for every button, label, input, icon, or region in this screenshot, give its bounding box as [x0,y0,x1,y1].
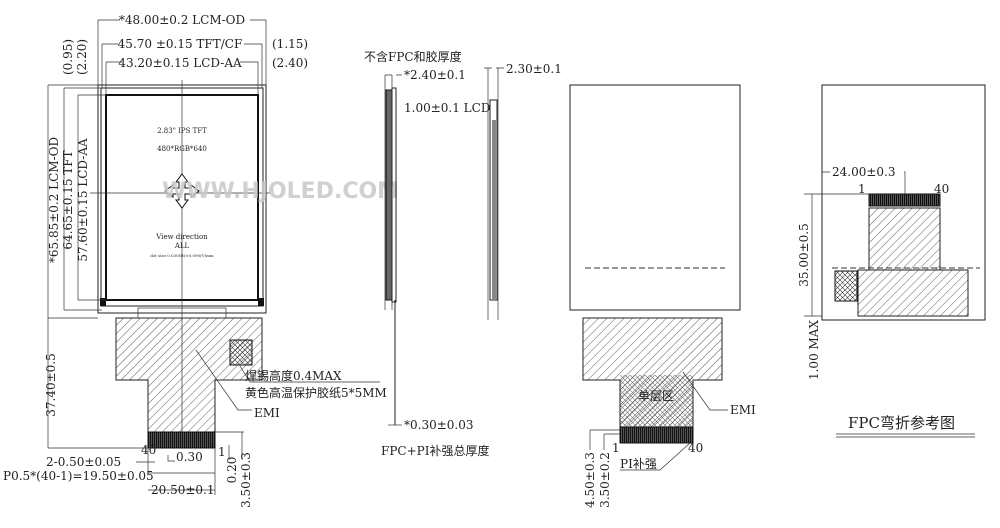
dim-lcd-aa-width: 43.20±0.15 LCD-AA [118,56,242,70]
resolution: 480*RGB*640 [157,145,207,153]
dim-left-offset-2: (2.20) [75,39,89,75]
front-view: 2.83" IPS TFT 480*RGB*640 View direction… [3,12,387,508]
tape-note: 黄色高温保护胶纸5*5MM [245,385,387,400]
dim-finger-a: 0.20 [225,457,239,484]
pin-1-label: 1 [218,445,226,459]
solder-height-note: 焊锡高度0.4MAX [245,368,342,383]
dim-lcm-od-width: *48.00±0.2 LCM-OD [119,13,245,27]
dim-tft-cf-width: 45.70 ±0.15 TFT/CF [118,37,243,51]
back-pin-40: 40 [688,441,703,455]
side-view: 不含FPC和胶厚度 *2.40±0.1 1.00±0.1 LCD *0.30±0… [364,49,562,458]
emi-label-front: EMI [254,406,280,420]
dim-pitch: P0.5*(40-1)=19.50±0.05 [3,469,154,483]
bent-pin-1: 1 [858,182,866,196]
single-layer-label: 单层区 [638,389,674,403]
pin-40-label: 40 [141,443,156,457]
view-direction-icon [164,173,200,209]
dim-lcd-thickness: 1.00±0.1 LCD [404,101,490,115]
dim-side2-thickness: 2.30±0.1 [506,62,562,76]
dim-pad-width: 2-0.50±0.05 [46,455,121,469]
fpc-tail [115,317,263,436]
view-direction-label: View direction [155,233,208,241]
watermark: WWW.HJOLED.COM [162,179,399,204]
back-view: 单层区 EMI 1 40 PI补强 4.50±0.3 3.50±0.2 [569,84,756,508]
dim-right-offset-1: (1.15) [272,37,308,51]
view-direction-value: ALL [174,242,190,250]
dim-back-a: 4.50±0.3 [583,452,597,508]
bent-view: 24.00±0.3 1 40 35.00±0.5 1.00 MAX FPC弯折参… [797,84,986,438]
dim-bent-height: 35.00±0.5 [797,223,811,287]
side-note-top: 不含FPC和胶厚度 [364,49,462,64]
pi-stiffener-label: PI补强 [620,457,657,471]
dim-back-b: 3.50±0.2 [598,452,612,508]
side-note-bottom: FPC+PI补强总厚度 [381,443,489,458]
dim-finger-width: 20.50±0.1 [151,483,215,497]
dim-total-thickness: *2.40±0.1 [404,68,466,82]
bent-view-title: FPC弯折参考图 [848,414,955,432]
dot-size: dot size 0.030(H)×0.090(V)mm [150,253,214,258]
gold-fingers [147,431,216,449]
dim-tft-height: 64.65±0.15 TFT [61,150,75,249]
dim-left-offset-1: (0.95) [61,39,75,75]
dim-lcd-aa-height: 57.60±0.15 LCD-AA [76,138,90,262]
dim-right-offset-2: (2.40) [272,56,308,70]
back-pin-1: 1 [612,441,620,455]
dim-bent-width: 24.00±0.3 [832,165,896,179]
connector-pad [229,339,253,366]
bent-pin-40: 40 [934,182,949,196]
emi-label-back: EMI [730,403,756,417]
dim-finger-b: 3.50±0.3 [239,452,253,508]
panel-name: 2.83" IPS TFT [157,127,207,135]
dim-fpc-length: 37.40±0.5 [44,353,58,417]
dim-pad-gap: 0.30 [176,450,203,464]
dim-fpc-thickness: *0.30±0.03 [404,418,474,432]
dim-bent-max: 1.00 MAX [807,320,821,380]
dim-lcm-od-height: *65.85±0.2 LCM-OD [47,137,61,263]
